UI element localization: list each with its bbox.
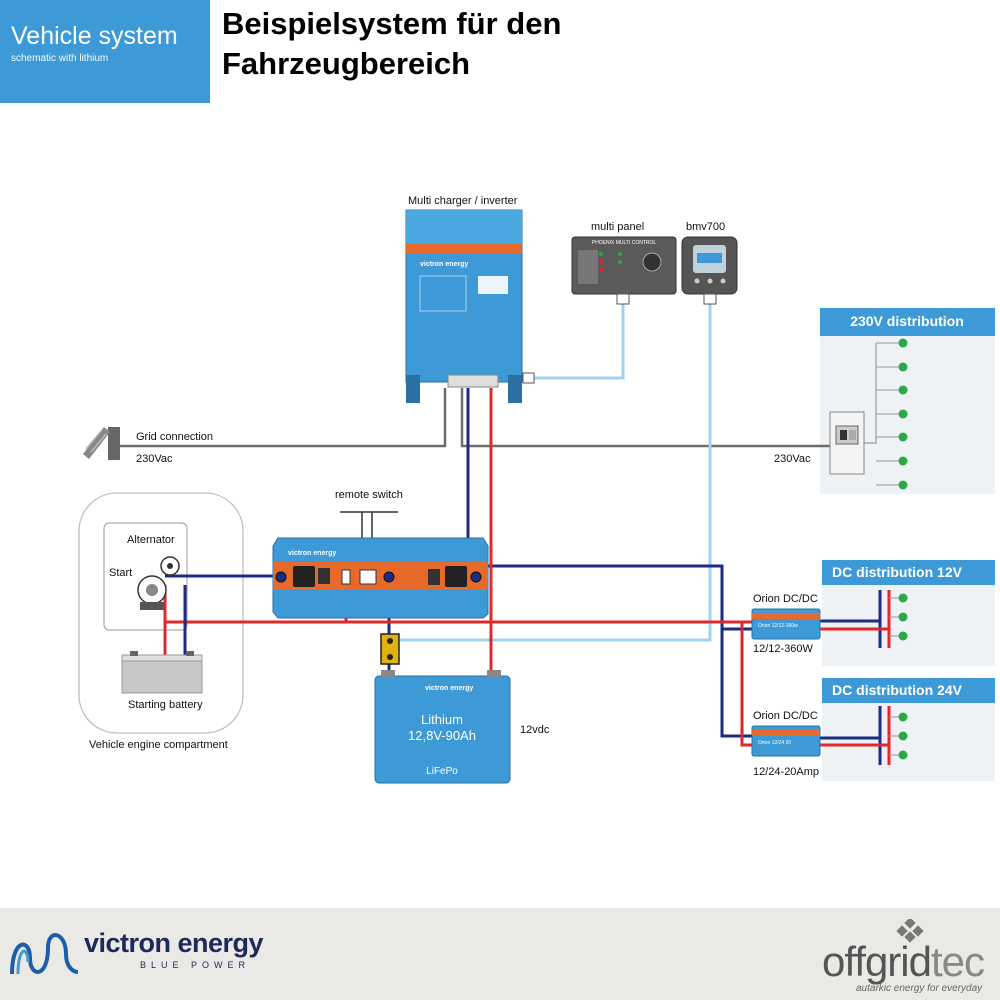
orion2-spec-label: 12/24-20Amp bbox=[753, 766, 819, 778]
multi-brand-label: victron energy bbox=[420, 261, 468, 268]
signal-cables bbox=[400, 302, 712, 642]
starting-battery-label: Starting battery bbox=[128, 699, 203, 711]
offgrid-main: offgrid bbox=[822, 938, 932, 985]
battery-brand-label: victron energy bbox=[425, 685, 473, 692]
ac-distribution-title: 230V distribution bbox=[850, 313, 964, 329]
orion2-device-label: Orion 12/24 20 bbox=[758, 740, 791, 746]
alternator-icon bbox=[137, 556, 180, 610]
dc24-panel-header bbox=[822, 678, 995, 703]
battery-chemistry-label: LiFePo bbox=[426, 766, 458, 777]
footer-bar bbox=[0, 908, 1000, 1000]
bmv700-monitor bbox=[681, 236, 738, 305]
bp-brand-label: victron energy bbox=[288, 550, 336, 557]
multi-comm-port bbox=[522, 372, 535, 384]
dc24-circuit-leds bbox=[889, 712, 908, 760]
main-positive-run bbox=[165, 620, 752, 747]
page-title: Beispielsystem für den Fahrzeugbereich bbox=[222, 4, 682, 84]
orion-output-positive bbox=[820, 627, 889, 747]
battery-type-label: Lithium bbox=[421, 712, 463, 727]
orion-12-24-converter: Orion 12/24 20 bbox=[751, 725, 821, 757]
multi-inverter-label: Multi charger / inverter bbox=[408, 195, 518, 207]
bmv-label: bmv700 bbox=[686, 221, 725, 233]
bmv-shunt-cable bbox=[400, 302, 712, 642]
victron-wave-logo-icon bbox=[10, 933, 79, 975]
start-label: Start bbox=[109, 567, 132, 579]
dc-voltage-label: 12vdc bbox=[520, 724, 550, 736]
battery-shunt-icon bbox=[380, 633, 400, 665]
header-badge: Vehicle system schematic with lithium bbox=[0, 0, 210, 103]
badge-title: Vehicle system bbox=[11, 22, 178, 50]
dc24-panel-body bbox=[822, 703, 995, 781]
lithium-battery: victron energy Lithium 12,8V-90Ah LiFePo bbox=[374, 670, 511, 784]
battery-capacity-label: 12,8V-90Ah bbox=[408, 728, 476, 743]
victron-tagline: BLUE POWER bbox=[140, 960, 251, 970]
battery-protect-device: victron energy bbox=[272, 537, 489, 619]
phoenix-control-label: PHOENIX MULTI CONTROL bbox=[592, 240, 657, 246]
ac-left-label: 230Vac bbox=[136, 453, 173, 465]
ac-panel-header bbox=[820, 308, 995, 336]
grid-connection-label: Grid connection bbox=[136, 431, 213, 443]
orion1-device-label: Orion 12/12-360w bbox=[758, 623, 798, 629]
orion-output-negative bbox=[820, 619, 880, 740]
dc12-panel-header bbox=[822, 560, 995, 585]
system-diagram: 230V distribution DC distribution 12V DC… bbox=[78, 195, 995, 784]
negative-cables bbox=[165, 388, 882, 765]
orion1-title-label: Orion DC/DC bbox=[753, 593, 818, 605]
offgrid-tec: tec bbox=[930, 938, 985, 985]
ac-cables bbox=[108, 388, 830, 448]
dc24-distribution-panel: DC distribution 24V bbox=[822, 678, 995, 781]
dc12-panel-body bbox=[822, 585, 995, 666]
orion-12-12-converter: Orion 12/12-360w bbox=[751, 608, 821, 640]
ac-right-label: 230Vac bbox=[774, 453, 811, 465]
offgridtec-tagline: autarkic energy for everyday bbox=[856, 983, 983, 994]
dc12-distribution-title: DC distribution 12V bbox=[832, 564, 963, 580]
grid-plug-icon bbox=[83, 427, 120, 460]
alternator-label: Alternator bbox=[127, 534, 175, 546]
multi-inverter-device: victron energy bbox=[405, 209, 523, 403]
engine-compartment-label: Vehicle engine compartment bbox=[89, 739, 228, 751]
page-title-line1: Beispielsystem für den bbox=[222, 6, 562, 41]
orion-negative-feed bbox=[476, 564, 752, 738]
offgridtec-brand-name: offgridtec bbox=[822, 938, 985, 986]
offgridtec-diamond-icon bbox=[896, 919, 924, 943]
badge-subtitle: schematic with lithium bbox=[11, 53, 109, 64]
multi-control-panel: PHOENIX MULTI CONTROL bbox=[571, 236, 677, 305]
dc12-circuit-leds bbox=[889, 593, 908, 641]
output-ac-cable bbox=[460, 388, 830, 448]
orion1-spec-label: 12/12-360W bbox=[753, 643, 814, 655]
starting-battery-icon bbox=[121, 651, 203, 694]
dc12-distribution-panel: DC distribution 12V bbox=[822, 560, 995, 666]
orion2-title-label: Orion DC/DC bbox=[753, 710, 818, 722]
positive-cables bbox=[163, 388, 891, 765]
multi-panel-label: multi panel bbox=[591, 221, 644, 233]
grid-ac-cable bbox=[108, 388, 447, 448]
dc24-distribution-title: DC distribution 24V bbox=[832, 682, 963, 698]
remote-switch-label: remote switch bbox=[335, 489, 403, 501]
multi-panel-cable bbox=[533, 302, 625, 380]
page-title-line2: Fahrzeugbereich bbox=[222, 46, 471, 81]
ac-circuit-leds bbox=[876, 338, 908, 490]
victron-brand-name: victron energy bbox=[84, 928, 264, 958]
ac-distribution-box bbox=[829, 343, 877, 475]
multi-orange-stripe bbox=[406, 244, 522, 254]
